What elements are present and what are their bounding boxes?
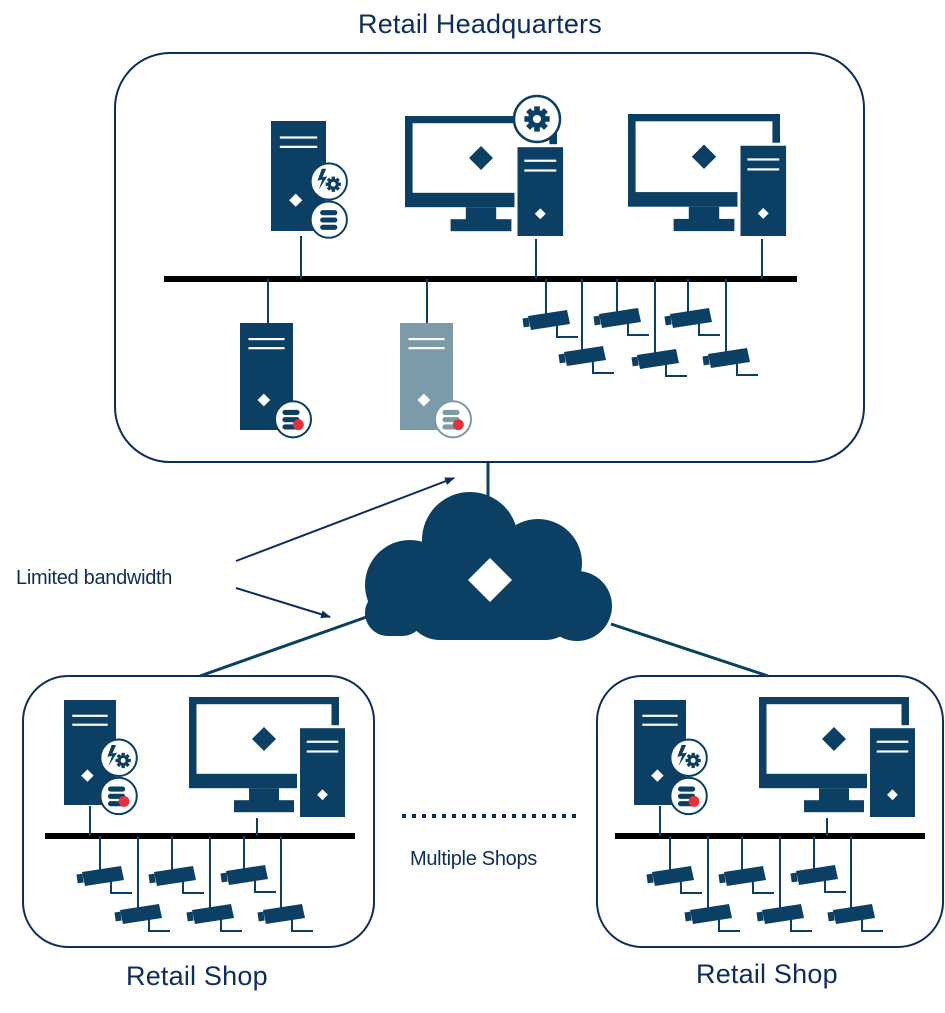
camera-icon bbox=[148, 866, 204, 894]
shop-right-cloud-link bbox=[610, 622, 769, 678]
camera-icon bbox=[827, 904, 883, 932]
camera-icon bbox=[702, 348, 758, 376]
camera-icon bbox=[114, 904, 170, 932]
lightning-gear-icon bbox=[669, 738, 708, 777]
shop-left-cloud-link bbox=[199, 612, 376, 678]
camera-icon bbox=[558, 346, 614, 374]
camera-icon bbox=[646, 866, 702, 894]
client-workstation bbox=[189, 697, 348, 820]
headquarters-box bbox=[114, 52, 865, 463]
cloud-icon bbox=[365, 492, 612, 641]
diagram-nodes bbox=[45, 94, 925, 932]
shop-right-box bbox=[596, 675, 944, 948]
failover-recording-server bbox=[400, 323, 473, 439]
camera-icon bbox=[684, 904, 740, 932]
lightning-gear-icon bbox=[99, 738, 138, 777]
recording-database-icon bbox=[433, 400, 473, 439]
database-icon bbox=[309, 200, 348, 239]
recording-server bbox=[240, 323, 313, 439]
headquarters-title: Retail Headquarters bbox=[358, 9, 602, 39]
camera-icon bbox=[664, 308, 720, 336]
admin-gear-icon bbox=[512, 94, 562, 144]
shop-left-box bbox=[22, 675, 375, 948]
camera-icon bbox=[718, 866, 774, 894]
camera-icon bbox=[257, 904, 313, 932]
client-workstation bbox=[628, 114, 790, 239]
management-server bbox=[634, 700, 708, 816]
gear-icon bbox=[685, 752, 701, 769]
management-server bbox=[64, 700, 138, 816]
recording-database-icon bbox=[99, 776, 138, 816]
recording-database-icon bbox=[669, 776, 708, 816]
shop-left-title: Retail Shop bbox=[126, 961, 268, 991]
management-server bbox=[271, 121, 348, 239]
camera-icon bbox=[186, 904, 242, 932]
shop-right-title: Retail Shop bbox=[696, 959, 838, 989]
server-tower bbox=[400, 323, 453, 430]
camera-icon bbox=[76, 866, 132, 894]
camera-icon bbox=[593, 308, 649, 336]
limited-bandwidth-label: Limited bandwidth bbox=[16, 567, 173, 589]
client-workstation bbox=[759, 697, 918, 820]
multiple-shops-label: Multiple Shops bbox=[410, 848, 537, 870]
gear-icon bbox=[325, 176, 341, 192]
camera-icon bbox=[522, 310, 578, 338]
camera-icon bbox=[790, 865, 846, 893]
camera-icon bbox=[220, 865, 276, 893]
camera-icon bbox=[631, 349, 687, 377]
bandwidth-arrow-up bbox=[235, 477, 455, 562]
bandwidth-arrow-down bbox=[235, 587, 331, 619]
recording-database-icon bbox=[273, 400, 313, 439]
gear-icon bbox=[115, 752, 131, 769]
lightning-gear-icon bbox=[309, 162, 348, 201]
gear-icon bbox=[524, 106, 550, 132]
camera-icon bbox=[756, 904, 812, 932]
server-tower bbox=[240, 323, 293, 430]
admin-workstation bbox=[405, 116, 567, 239]
